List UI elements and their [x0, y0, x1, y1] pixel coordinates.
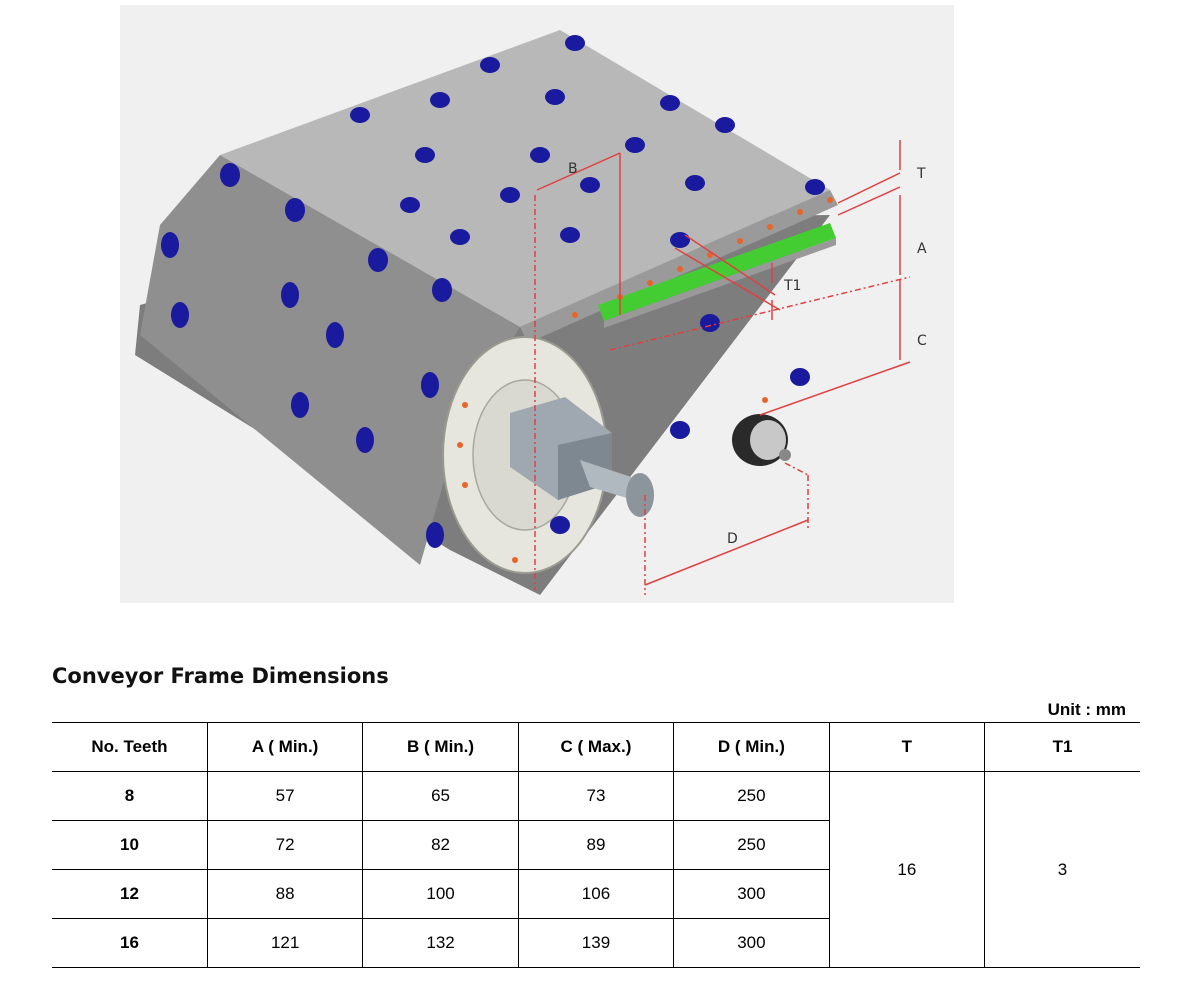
- dim-label-c: C: [917, 333, 927, 349]
- dim-label-d: D: [727, 531, 738, 547]
- cell-b: 82: [362, 820, 519, 870]
- cell-b: 100: [362, 869, 519, 919]
- conveyor-illustration: B T A T1 C D: [120, 5, 954, 603]
- section-title: Conveyor Frame Dimensions: [52, 664, 389, 688]
- dimension-lines: [534, 140, 911, 595]
- table-row: 16 121 132 139 300: [52, 918, 1140, 968]
- cell-a: 121: [206, 918, 363, 968]
- table-row: 10 72 82 89 250: [52, 820, 1140, 870]
- cell-b: 65: [362, 771, 519, 821]
- dim-label-a: A: [917, 241, 927, 257]
- dimensions-table: No. Teeth A ( Min.) B ( Min.) C ( Max.) …: [52, 722, 1140, 968]
- dim-label-b: B: [568, 161, 578, 177]
- cell-a: 72: [206, 820, 363, 870]
- header-c-max: C ( Max.): [517, 722, 674, 772]
- cell-c: 106: [517, 869, 674, 919]
- dim-label-t1: T1: [783, 278, 801, 294]
- cell-t1: 3: [984, 771, 1140, 968]
- cell-b: 132: [362, 918, 519, 968]
- cell-c: 89: [517, 820, 674, 870]
- cell-teeth: 10: [120, 835, 139, 854]
- pins: [457, 197, 833, 563]
- cell-c: 139: [517, 918, 674, 968]
- header-t: T: [828, 722, 985, 772]
- unit-note: Unit : mm: [1047, 700, 1126, 719]
- header-no-teeth: No. Teeth: [52, 722, 208, 772]
- cell-d: 250: [673, 820, 830, 870]
- belt-side-face: [140, 155, 520, 565]
- wear-strip-base: [604, 238, 836, 328]
- cell-teeth: 16: [120, 933, 139, 952]
- header-a-min: A ( Min.): [206, 722, 363, 772]
- cell-d: 300: [673, 869, 830, 919]
- cell-a: 88: [206, 869, 363, 919]
- cell-d: 250: [673, 771, 830, 821]
- cell-teeth: 8: [124, 786, 135, 805]
- header-t1: T1: [984, 722, 1140, 772]
- header-b-min: B ( Min.): [362, 722, 519, 772]
- header-d-min: D ( Min.): [673, 722, 830, 772]
- dim-label-t: T: [916, 166, 926, 182]
- idler-roller: [732, 414, 791, 466]
- cell-teeth: 12: [120, 884, 139, 903]
- conveyor-drawing: B T A T1 C D: [135, 30, 927, 595]
- cell-t: 16: [828, 771, 985, 968]
- cell-d: 300: [673, 918, 830, 968]
- cell-c: 73: [517, 771, 674, 821]
- rollers: [161, 35, 825, 548]
- cell-a: 57: [206, 771, 363, 821]
- table-header-row: No. Teeth A ( Min.) B ( Min.) C ( Max.) …: [52, 722, 1140, 772]
- table-row: 12 88 100 106 300: [52, 869, 1140, 919]
- table-row: 8 57 65 73 250 16 3: [52, 771, 1140, 968]
